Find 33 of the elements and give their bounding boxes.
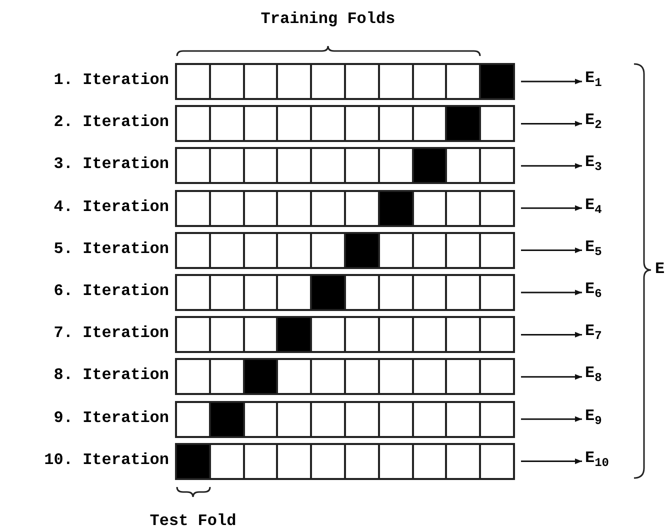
error-label: E$_{3}$ [585, 153, 602, 172]
arrow [521, 458, 582, 464]
arrow [521, 332, 582, 338]
arrow [521, 290, 582, 296]
row-label: 10. Iteration [44, 450, 169, 469]
arrow [521, 120, 582, 126]
row-label: 5. Iteration [54, 240, 169, 258]
row-label: 3. Iteration [54, 155, 169, 174]
row-label: 8. Iteration [54, 366, 169, 384]
error-label: E$_{5}$ [585, 238, 602, 256]
error-label: E [655, 260, 665, 278]
row-label: 2. Iteration [54, 113, 169, 132]
row-label: 4. Iteration [54, 198, 169, 216]
arrow [521, 416, 582, 422]
error-label: E$_{6}$ [585, 280, 602, 298]
error-label: E$_{2}$ [585, 111, 602, 130]
fold-caption: Training Folds [260, 10, 396, 28]
error-label: E$_{10}$ [585, 448, 610, 467]
arrow [521, 374, 582, 380]
error-label: E$_{8}$ [585, 364, 602, 382]
arrow [521, 163, 582, 169]
error-label: E$_{4}$ [585, 196, 602, 214]
row-label: 1. Iteration [54, 71, 169, 89]
row-label: 7. Iteration [54, 324, 169, 342]
arrow [521, 78, 582, 84]
row-label: 9. Iteration [54, 408, 169, 427]
error-label: E$_{7}$ [585, 322, 602, 340]
error-label: E$_{1}$ [585, 69, 602, 87]
arrow [521, 205, 582, 211]
fold-caption: Test Fold [150, 512, 236, 530]
error-label: E$_{9}$ [585, 406, 602, 425]
arrow [521, 248, 582, 254]
row-label: 6. Iteration [54, 282, 169, 300]
